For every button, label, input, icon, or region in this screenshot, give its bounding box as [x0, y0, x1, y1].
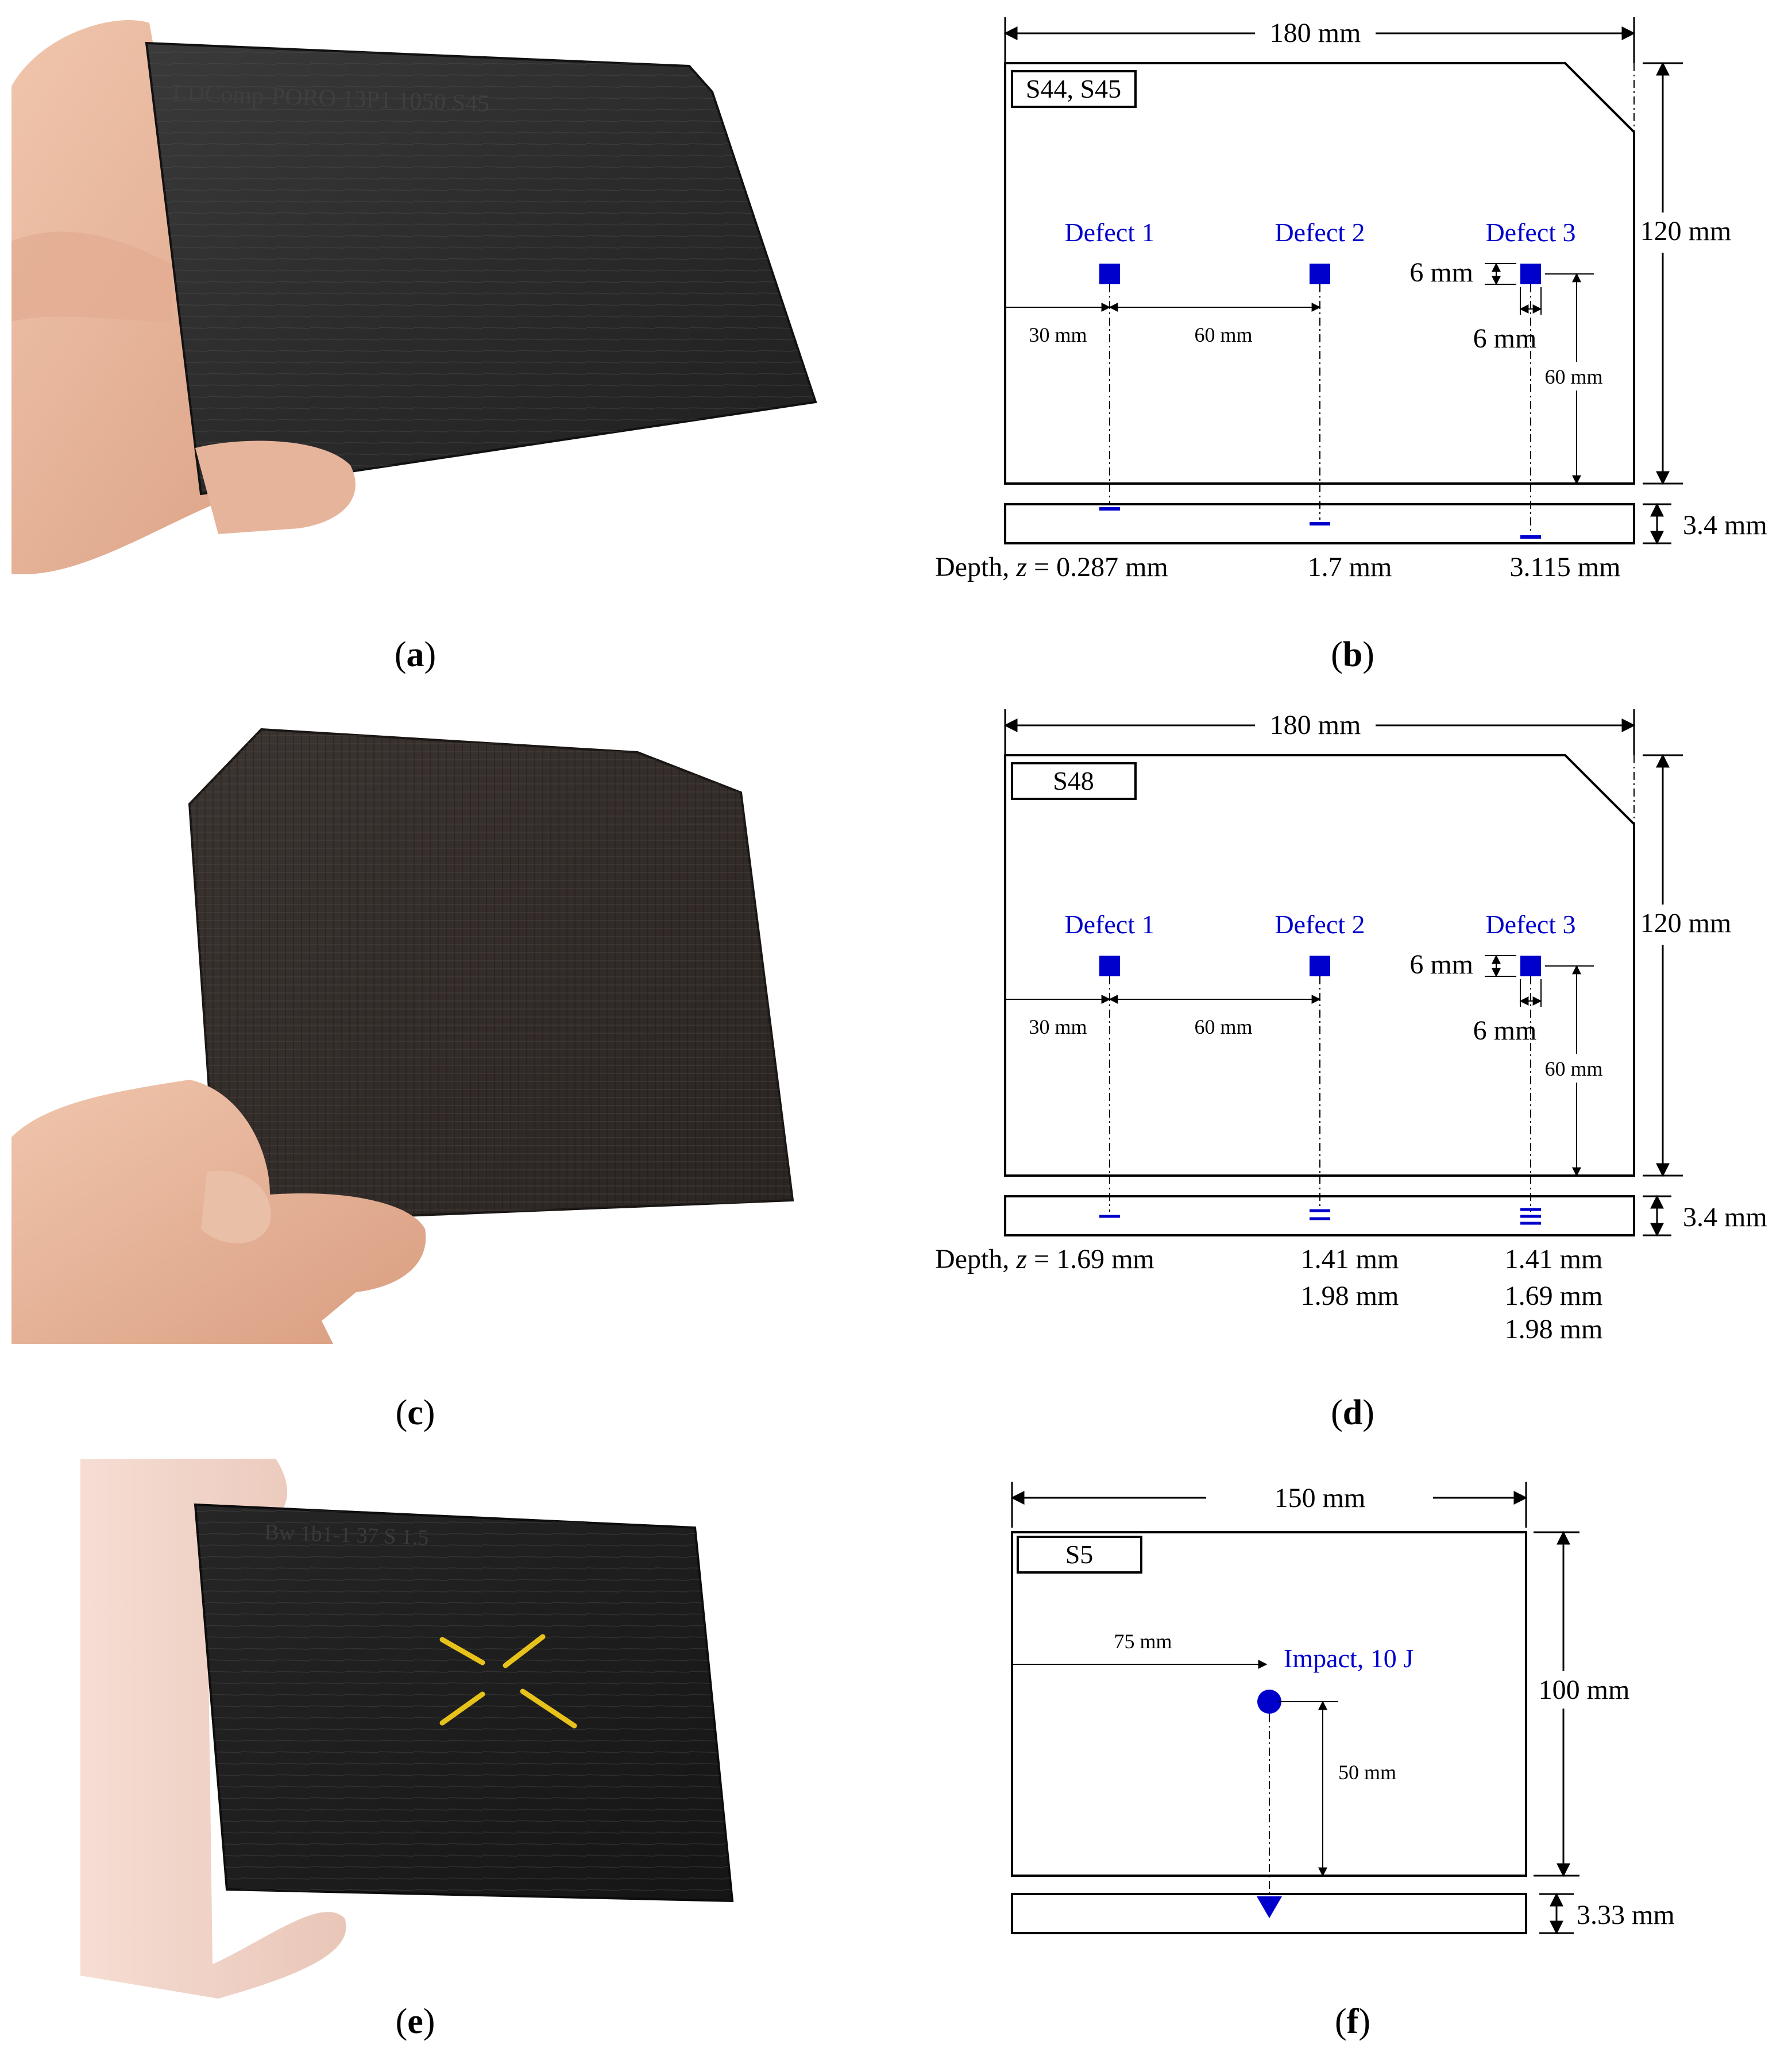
- plate-e-scratches: [195, 1505, 732, 1901]
- caption-f: (f): [1335, 2002, 1370, 2041]
- depth-2b-label: 1.98 mm: [1301, 1281, 1399, 1311]
- width-label: 180 mm: [1270, 710, 1361, 740]
- depth-3a-label: 1.41 mm: [1505, 1244, 1603, 1274]
- sample-label: S44, S45: [1026, 74, 1121, 103]
- depth-3-label: 3.115 mm: [1510, 552, 1621, 582]
- caption-e: (e): [396, 2002, 435, 2041]
- defect-3-height-label: 6 mm: [1409, 949, 1473, 980]
- height-label: 120 mm: [1640, 908, 1732, 938]
- plate-c-weave: [190, 729, 793, 1223]
- depth-2-label: 1.7 mm: [1308, 552, 1392, 582]
- diagram-f: 150 mm S5 75 mm Impact, 10 J 50 mm 100 m…: [1010, 1482, 1675, 1935]
- depth-1-label: Depth, z = 0.287 mm: [935, 552, 1168, 582]
- defect-3: [1520, 264, 1541, 284]
- defect-1: [1099, 264, 1120, 284]
- diagram-d: 180 mm S48 Defect 1 Defect 2 Defect 3 30…: [935, 709, 1767, 1344]
- height-label: 100 mm: [1539, 1675, 1630, 1705]
- caption-d: (d): [1331, 1393, 1374, 1432]
- side-section: [1011, 1893, 1527, 1934]
- defect-3-label: Defect 3: [1485, 910, 1575, 939]
- photo-a: LDComp-PORO 13P1 1050 S45: [11, 20, 817, 575]
- thumb-a: [195, 440, 356, 534]
- thumb-c: [201, 1170, 271, 1243]
- spacing-30-label: 30 mm: [1029, 1015, 1087, 1038]
- caption-b: (b): [1331, 635, 1374, 674]
- width-label: 180 mm: [1270, 18, 1361, 48]
- vertical-50-label: 50 mm: [1338, 1761, 1396, 1784]
- depth-3b-label: 1.69 mm: [1505, 1281, 1603, 1311]
- sample-label-box: [1011, 762, 1137, 800]
- impact-marker: [1257, 1896, 1282, 1918]
- defect-3-label: Defect 3: [1485, 218, 1575, 247]
- depth-1-label: Depth, z = 1.69 mm: [935, 1244, 1154, 1274]
- height-label: 120 mm: [1640, 216, 1732, 246]
- plate-outline: [1004, 754, 1635, 1177]
- plate-outline: [1004, 62, 1635, 485]
- defect-2-label: Defect 2: [1275, 910, 1365, 939]
- impact-tape-marks: [439, 1634, 577, 1729]
- impact-point: [1257, 1690, 1281, 1714]
- defect-1-label: Defect 1: [1064, 910, 1154, 939]
- defect-2-label: Defect 2: [1275, 218, 1365, 247]
- sample-label-box: [1011, 70, 1137, 108]
- side-section: [1004, 503, 1635, 544]
- diagram-b: 180 mm S44, S45 Defect 1 Defect 2 Defect…: [935, 17, 1767, 582]
- finger-a-1: [11, 231, 172, 322]
- spacing-60-label: 60 mm: [1194, 1015, 1252, 1038]
- photo-c: [11, 728, 794, 1344]
- plate-e-engraving: Bw 1b1-1 37 S 1.5: [264, 1520, 429, 1550]
- thickness-label: 3.33 mm: [1577, 1900, 1675, 1930]
- depth-3c-label: 1.98 mm: [1505, 1314, 1603, 1344]
- defect-2: [1310, 956, 1330, 976]
- plate-a-scratches: [146, 43, 816, 494]
- sample-label-box: [1017, 1536, 1142, 1574]
- horizontal-75-label: 75 mm: [1114, 1630, 1172, 1653]
- thickness-label: 3.4 mm: [1683, 510, 1767, 540]
- caption-a: (a): [395, 635, 436, 674]
- hand-e: [80, 1459, 346, 1999]
- side-section: [1004, 1195, 1635, 1236]
- depth-2a-label: 1.41 mm: [1301, 1244, 1399, 1274]
- sample-label: S5: [1065, 1540, 1094, 1569]
- impact-label: Impact, 10 J: [1284, 1644, 1413, 1673]
- defect-1: [1099, 956, 1120, 976]
- vertical-60-label: 60 mm: [1544, 365, 1602, 388]
- vertical-60-label: 60 mm: [1544, 1057, 1602, 1080]
- width-label: 150 mm: [1275, 1483, 1366, 1513]
- spacing-60-label: 60 mm: [1194, 323, 1252, 346]
- defect-2: [1310, 264, 1330, 284]
- defect-3-width-label: 6 mm: [1473, 1015, 1537, 1046]
- caption-c: (c): [396, 1393, 435, 1432]
- defect-3-height-label: 6 mm: [1409, 257, 1473, 288]
- defect-3: [1520, 956, 1541, 976]
- sample-label: S48: [1053, 766, 1094, 795]
- spacing-30-label: 30 mm: [1029, 323, 1087, 346]
- defect-1-label: Defect 1: [1064, 218, 1154, 247]
- thickness-label: 3.4 mm: [1683, 1202, 1767, 1232]
- defect-3-width-label: 6 mm: [1473, 323, 1537, 354]
- photo-e: Bw 1b1-1 37 S 1.5: [80, 1459, 734, 1999]
